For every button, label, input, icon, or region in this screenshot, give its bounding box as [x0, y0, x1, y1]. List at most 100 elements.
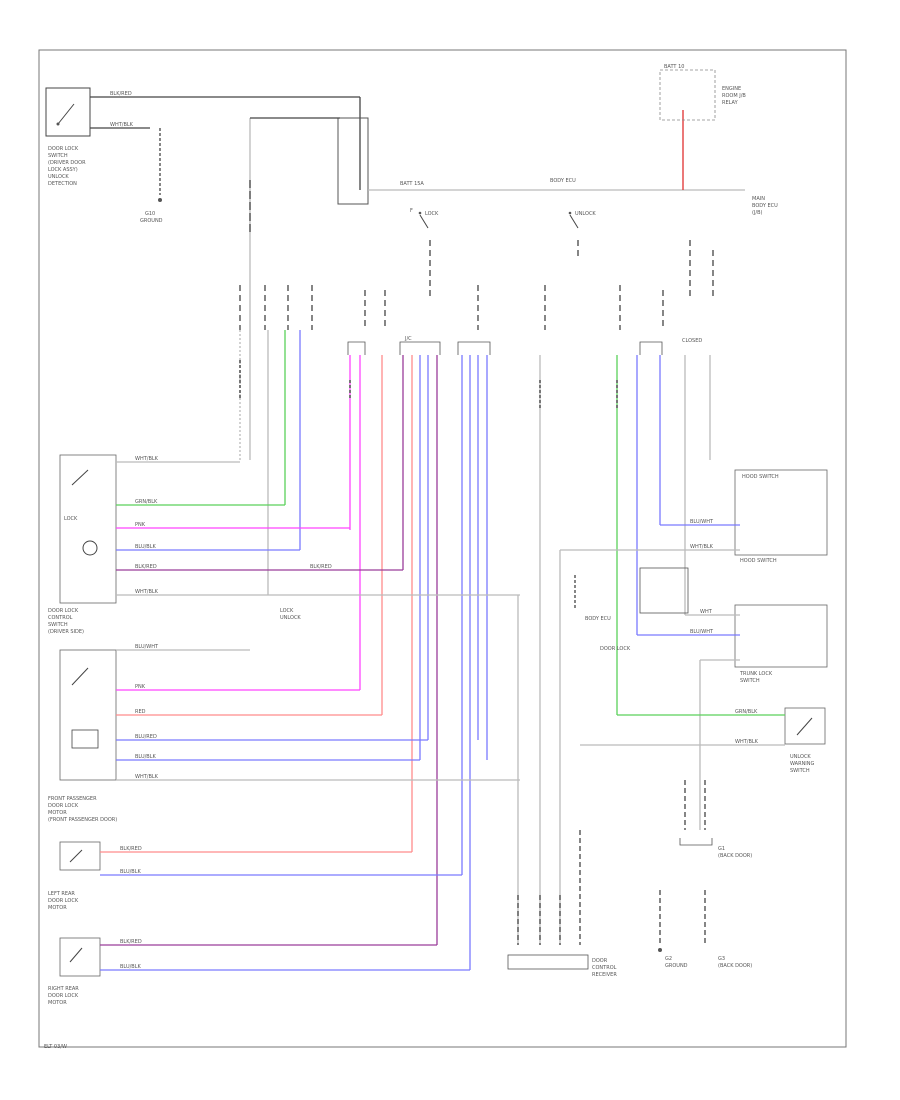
svg-text:TRUNK LOCK: TRUNK LOCK	[739, 671, 773, 677]
mid-right-junction: BODY ECU DOOR LOCK	[574, 567, 689, 652]
front-passenger-window-switch: FRONT PASSENGER DOOR LOCK MOTOR (FRONT P…	[48, 649, 117, 823]
svg-text:CONTROL: CONTROL	[48, 615, 73, 621]
svg-text:LOCK: LOCK	[425, 211, 439, 217]
svg-text:WHT/BLK: WHT/BLK	[735, 739, 759, 745]
svg-text:WHT/BLK: WHT/BLK	[135, 774, 159, 780]
svg-text:HOOD SWITCH: HOOD SWITCH	[740, 558, 777, 564]
driver-switch-wires: WHT/BLK GRN/BLK PNK BLU/BLK BLK/RED WHT/…	[116, 456, 520, 621]
right-rear-window-switch: BLK/RED BLU/BLK RIGHT REAR DOOR LOCK MOT…	[48, 937, 470, 1006]
svg-text:(J/B): (J/B)	[752, 210, 763, 216]
svg-text:PNK: PNK	[135, 684, 146, 690]
svg-text:MAIN: MAIN	[752, 196, 765, 202]
svg-text:BATT 15A: BATT 15A	[400, 181, 424, 187]
svg-text:LOCK ASSY): LOCK ASSY)	[48, 167, 78, 173]
svg-text:BLK/RED: BLK/RED	[120, 939, 142, 945]
svg-text:RECEIVER: RECEIVER	[592, 972, 617, 978]
svg-text:UNLOCK: UNLOCK	[48, 174, 69, 180]
svg-text:(FRONT PASSENGER DOOR): (FRONT PASSENGER DOOR)	[48, 817, 117, 823]
top-left-labels: DOOR LOCK SWITCH (DRIVER DOOR LOCK ASSY)…	[48, 91, 163, 224]
svg-text:UNLOCK: UNLOCK	[575, 211, 596, 217]
svg-text:HOOD SWITCH: HOOD SWITCH	[742, 474, 779, 480]
svg-text:BLK/RED: BLK/RED	[110, 91, 132, 97]
bottom-ecu-connector: DOOR CONTROL RECEIVER	[507, 830, 617, 978]
svg-text:G2: G2	[665, 956, 672, 962]
connector-brackets: J/C CLOSED	[347, 336, 702, 355]
svg-text:LOCK: LOCK	[280, 608, 294, 614]
svg-text:BODY ECU: BODY ECU	[550, 178, 576, 184]
svg-text:LOCK: LOCK	[64, 516, 78, 522]
svg-text:UNLOCK: UNLOCK	[790, 754, 811, 760]
svg-text:SWITCH: SWITCH	[790, 768, 810, 774]
svg-text:BLU/WHT: BLU/WHT	[690, 519, 714, 525]
svg-text:PNK: PNK	[135, 522, 146, 528]
svg-text:UNLOCK: UNLOCK	[280, 615, 301, 621]
svg-text:RELAY: RELAY	[722, 100, 739, 106]
svg-text:(DRIVER DOOR: (DRIVER DOOR	[48, 160, 86, 166]
svg-text:DETECTION: DETECTION	[48, 181, 77, 187]
svg-text:MOTOR: MOTOR	[48, 1000, 67, 1006]
svg-text:GROUND: GROUND	[665, 963, 688, 969]
top-left-switch	[45, 87, 361, 202]
driver-window-switch: LOCK DOOR LOCK CONTROL SWITCH (DRIVER SI…	[48, 454, 117, 635]
hood-switch: HOOD SWITCH HOOD SWITCH BLU/WHT WHT/BLK	[559, 469, 828, 945]
ground-connectors: G1 (BACK DOOR) G2 GROUND G3 (BACK DOOR)	[658, 780, 752, 969]
svg-text:SWITCH: SWITCH	[740, 678, 760, 684]
svg-text:BLU/BLK: BLU/BLK	[135, 754, 157, 760]
svg-text:CONTROL: CONTROL	[592, 965, 617, 971]
svg-text:F: F	[410, 208, 413, 214]
svg-text:(BACK DOOR): (BACK DOOR)	[718, 963, 752, 969]
svg-text:BLU/BLK: BLU/BLK	[135, 544, 157, 550]
svg-text:WHT/BLK: WHT/BLK	[135, 589, 159, 595]
svg-text:FRONT PASSENGER: FRONT PASSENGER	[48, 796, 97, 802]
svg-text:WHT/BLK: WHT/BLK	[135, 456, 159, 462]
svg-text:DOOR LOCK: DOOR LOCK	[48, 898, 79, 904]
left-rear-window-switch: BLK/RED BLU/BLK LEFT REAR DOOR LOCK MOTO…	[48, 841, 462, 911]
svg-text:CLOSED: CLOSED	[682, 338, 702, 344]
ecu-pin-row	[239, 285, 664, 330]
svg-text:J/C: J/C	[404, 336, 412, 342]
svg-text:BLK/RED: BLK/RED	[120, 846, 142, 852]
svg-text:BLU/BLK: BLU/BLK	[120, 964, 142, 970]
svg-text:DOOR LOCK: DOOR LOCK	[48, 993, 79, 999]
diagram-frame	[38, 49, 847, 1048]
svg-text:BLU/WHT: BLU/WHT	[135, 644, 159, 650]
svg-text:BLU/RED: BLU/RED	[135, 734, 157, 740]
svg-text:ENGINE: ENGINE	[722, 86, 741, 92]
svg-text:DOOR LOCK: DOOR LOCK	[600, 646, 631, 652]
svg-text:G10: G10	[145, 211, 155, 217]
front-passenger-wires: BLU/WHT PNK RED BLU/RED BLU/BLK WHT/BLK	[116, 644, 520, 781]
svg-text:DOOR LOCK: DOOR LOCK	[48, 146, 79, 152]
svg-text:MOTOR: MOTOR	[48, 905, 67, 911]
svg-text:RED: RED	[135, 709, 146, 715]
svg-text:BATT 10: BATT 10	[664, 64, 684, 70]
svg-text:GRN/BLK: GRN/BLK	[135, 499, 158, 505]
svg-text:G3: G3	[718, 956, 725, 962]
svg-text:WHT/BLK: WHT/BLK	[110, 122, 134, 128]
svg-text:DOOR LOCK: DOOR LOCK	[48, 803, 79, 809]
svg-text:DOOR: DOOR	[592, 958, 608, 964]
top-bus: BATT 15A BODY ECU BATT 10 ENGINE ROOM J/…	[368, 64, 778, 216]
svg-text:BLK/RED: BLK/RED	[135, 564, 157, 570]
svg-text:G1: G1	[718, 846, 725, 852]
svg-text:(DRIVER SIDE): (DRIVER SIDE)	[48, 629, 84, 635]
svg-text:LEFT REAR: LEFT REAR	[48, 891, 75, 897]
bus-switch-contacts: F LOCK UNLOCK	[410, 208, 714, 300]
svg-text:RIGHT REAR: RIGHT REAR	[48, 986, 79, 992]
svg-text:GRN/BLK: GRN/BLK	[735, 709, 758, 715]
diagram-code: ELT 03/W	[44, 1044, 67, 1050]
svg-text:BLU/WHT: BLU/WHT	[690, 629, 714, 635]
svg-text:BLU/BLK: BLU/BLK	[120, 869, 142, 875]
svg-text:(BACK DOOR): (BACK DOOR)	[718, 853, 752, 859]
top-connectors	[249, 117, 369, 460]
unlock-warning-switch: UNLOCK WARNING SWITCH GRN/BLK WHT/BLK	[580, 707, 826, 774]
svg-text:WHT/BLK: WHT/BLK	[690, 544, 714, 550]
svg-text:WHT: WHT	[700, 609, 713, 615]
svg-text:WARNING: WARNING	[790, 761, 815, 767]
svg-text:BODY ECU: BODY ECU	[752, 203, 778, 209]
svg-text:SWITCH: SWITCH	[48, 622, 68, 628]
svg-text:DOOR LOCK: DOOR LOCK	[48, 608, 79, 614]
svg-text:GROUND: GROUND	[140, 218, 163, 224]
trunk-lock-switch: TRUNK LOCK SWITCH WHT BLU/WHT	[637, 604, 828, 830]
svg-text:MOTOR: MOTOR	[48, 810, 67, 816]
